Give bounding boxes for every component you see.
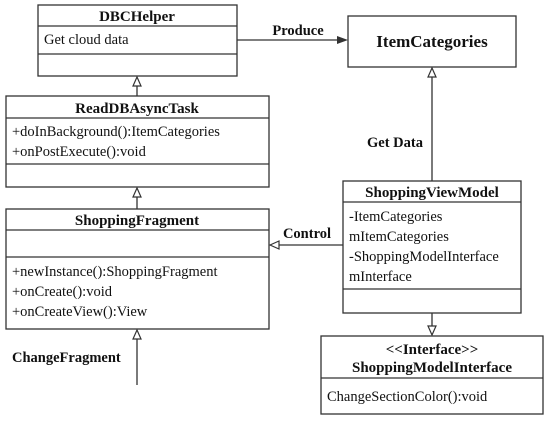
class-readdbasynctask-member-1: +doInBackground():ItemCategories <box>12 124 220 140</box>
relation-task-to-helper-arrowhead <box>132 75 142 87</box>
class-shoppingmodelinterface: <<Interface>> ShoppingModelInterface Cha… <box>320 335 544 415</box>
class-shoppingviewmodel-name: ShoppingViewModel <box>365 185 499 201</box>
class-shoppingmodelinterface-name: ShoppingModelInterface <box>352 360 512 376</box>
class-shoppingfragment-op-2: +onCreate():void <box>12 284 113 300</box>
relation-get-data: Get Data <box>367 66 437 181</box>
class-shoppingviewmodel-attr-4: mInterface <box>349 269 412 285</box>
relation-task-to-helper <box>132 75 142 96</box>
relation-get-data-label: Get Data <box>367 135 424 151</box>
relation-produce: Produce <box>237 23 348 44</box>
class-readdbasynctask-box <box>5 95 270 188</box>
class-shoppingfragment-box <box>5 208 270 330</box>
class-itemcategories-box <box>347 15 517 68</box>
class-shoppingfragment-name: ShoppingFragment <box>75 213 199 229</box>
relation-change-fragment-arrowhead <box>132 328 142 340</box>
class-shoppingfragment-op-3: +onCreateView():View <box>12 304 148 320</box>
relation-change-fragment-label: ChangeFragment <box>12 350 121 366</box>
class-readdbasynctask-member-2: +onPostExecute():void <box>12 144 147 160</box>
class-readdbasynctask-name: ReadDBAsyncTask <box>75 101 199 117</box>
relation-control: Control <box>268 226 343 250</box>
class-shoppingmodelinterface-stereotype: <<Interface>> <box>386 342 479 358</box>
class-dbchelper-name: DBCHelper <box>99 9 175 25</box>
class-shoppingfragment-op-1: +newInstance():ShoppingFragment <box>12 264 218 280</box>
class-shoppingviewmodel-attr-3: -ShoppingModelInterface <box>349 249 499 265</box>
relation-fragment-to-task-arrowhead <box>132 186 142 198</box>
relation-get-data-arrowhead <box>427 66 437 78</box>
class-shoppingviewmodel: ShoppingViewModel -ItemCategories mItemC… <box>342 180 522 314</box>
relation-viewmodel-to-interface <box>427 313 437 337</box>
class-dbchelper: DBCHelper Get cloud data <box>37 4 238 77</box>
class-shoppingviewmodel-attr-1: -ItemCategories <box>349 209 443 225</box>
class-shoppingviewmodel-attr-2: mItemCategories <box>349 229 449 245</box>
relation-viewmodel-to-interface-arrowhead <box>427 325 437 337</box>
class-shoppingfragment: ShoppingFragment +newInstance():Shopping… <box>5 208 270 330</box>
relation-change-fragment: ChangeFragment <box>12 328 142 385</box>
class-shoppingviewmodel-box <box>342 180 522 314</box>
class-itemcategories: ItemCategories <box>347 15 517 68</box>
class-dbchelper-attribute: Get cloud data <box>44 32 129 48</box>
relation-produce-label: Produce <box>272 23 324 39</box>
class-readdbasynctask: ReadDBAsyncTask +doInBackground():ItemCa… <box>5 95 270 188</box>
class-shoppingmodelinterface-op-1: ChangeSectionColor():void <box>327 389 488 405</box>
relation-fragment-to-task <box>132 186 142 209</box>
class-dbchelper-box <box>37 4 238 77</box>
relation-produce-arrowhead <box>337 36 348 44</box>
relation-control-arrowhead <box>268 240 280 250</box>
relation-control-label: Control <box>283 226 331 242</box>
class-itemcategories-name: ItemCategories <box>376 32 488 51</box>
